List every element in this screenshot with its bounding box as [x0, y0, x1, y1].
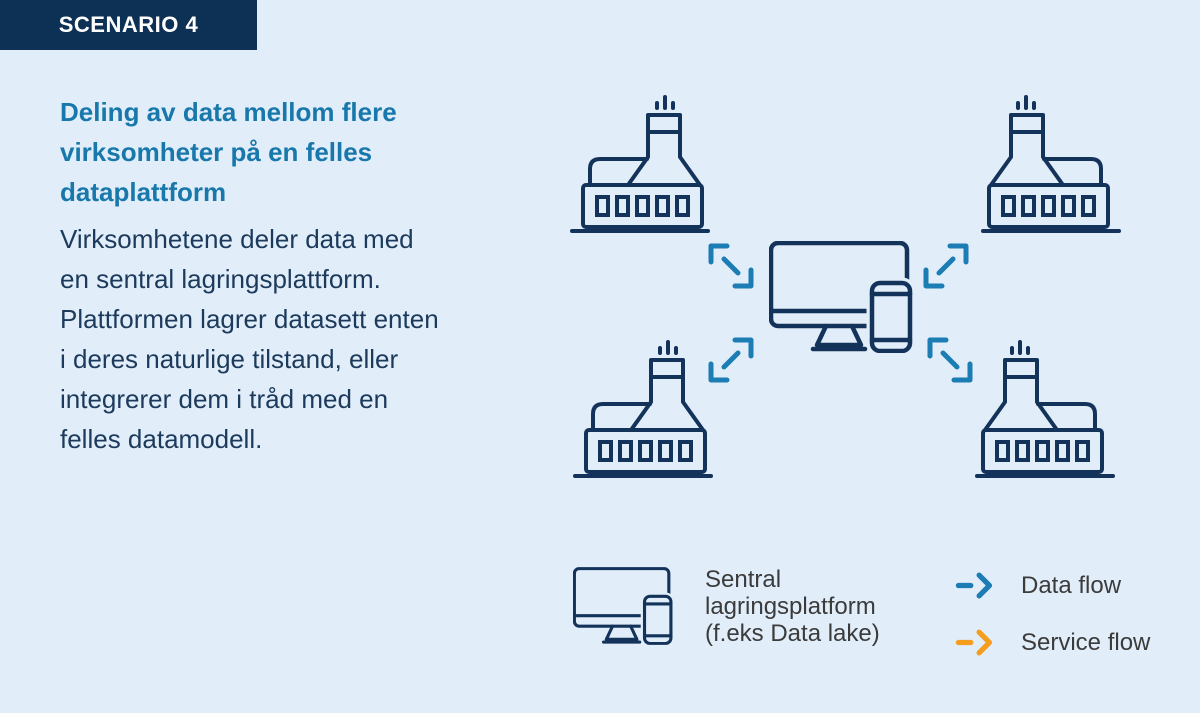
- factory-icon-bottom-right: [975, 337, 1115, 485]
- legend-platform-label-line: Sentral: [705, 566, 782, 593]
- data-flow-arrows-bottom-right-icon: [926, 336, 974, 384]
- intro-body-line: Plattformen lagrer datasett enten: [60, 304, 439, 334]
- scenario-badge: SCENARIO 4: [0, 0, 257, 50]
- intro-text-block: Deling av data mellom flere virksomheter…: [60, 92, 540, 459]
- data-flow-arrows-bottom-left-icon: [707, 336, 755, 384]
- intro-body-line: en sentral lagringsplattform.: [60, 264, 381, 294]
- data-flow-arrows-top-left-icon: [707, 242, 755, 290]
- data-flow-arrow-icon: [955, 571, 997, 600]
- legend-data-flow-item: Data flow: [955, 571, 1121, 600]
- intro-body-line: Virksomhetene deler data med: [60, 224, 414, 254]
- factory-icon-top-right: [981, 92, 1121, 240]
- intro-body-line: felles datamodell.: [60, 424, 263, 454]
- intro-heading-line: virksomheter på en felles: [60, 137, 373, 167]
- central-platform-monitor-and-phone-icon: [769, 241, 913, 353]
- legend-platform-label-line: lagringsplatform: [705, 593, 876, 620]
- intro-heading: Deling av data mellom flere virksomheter…: [60, 92, 540, 212]
- scenario-badge-label: SCENARIO 4: [58, 12, 199, 37]
- factory-icon-bottom-left: [573, 337, 713, 485]
- legend-platform-label: Sentral lagringsplatform (f.eks Data lak…: [705, 566, 880, 647]
- service-flow-arrow-icon: [955, 628, 997, 657]
- intro-body-line: integrerer dem i tråd med en: [60, 384, 389, 414]
- legend-platform-icon: [573, 567, 673, 650]
- intro-body-line: i deres naturlige tilstand, eller: [60, 344, 399, 374]
- factory-icon-top-left: [570, 92, 710, 240]
- legend-service-flow-item: Service flow: [955, 628, 1150, 657]
- service-flow-label: Service flow: [1021, 628, 1151, 656]
- intro-heading-line: Deling av data mellom flere: [60, 97, 397, 127]
- intro-body: Virksomhetene deler data med en sentral …: [60, 219, 540, 459]
- data-flow-label: Data flow: [1021, 571, 1122, 599]
- intro-heading-line: dataplattform: [60, 177, 227, 207]
- legend-platform-label-line: (f.eks Data lake): [705, 620, 880, 647]
- data-flow-arrows-top-right-icon: [922, 242, 970, 290]
